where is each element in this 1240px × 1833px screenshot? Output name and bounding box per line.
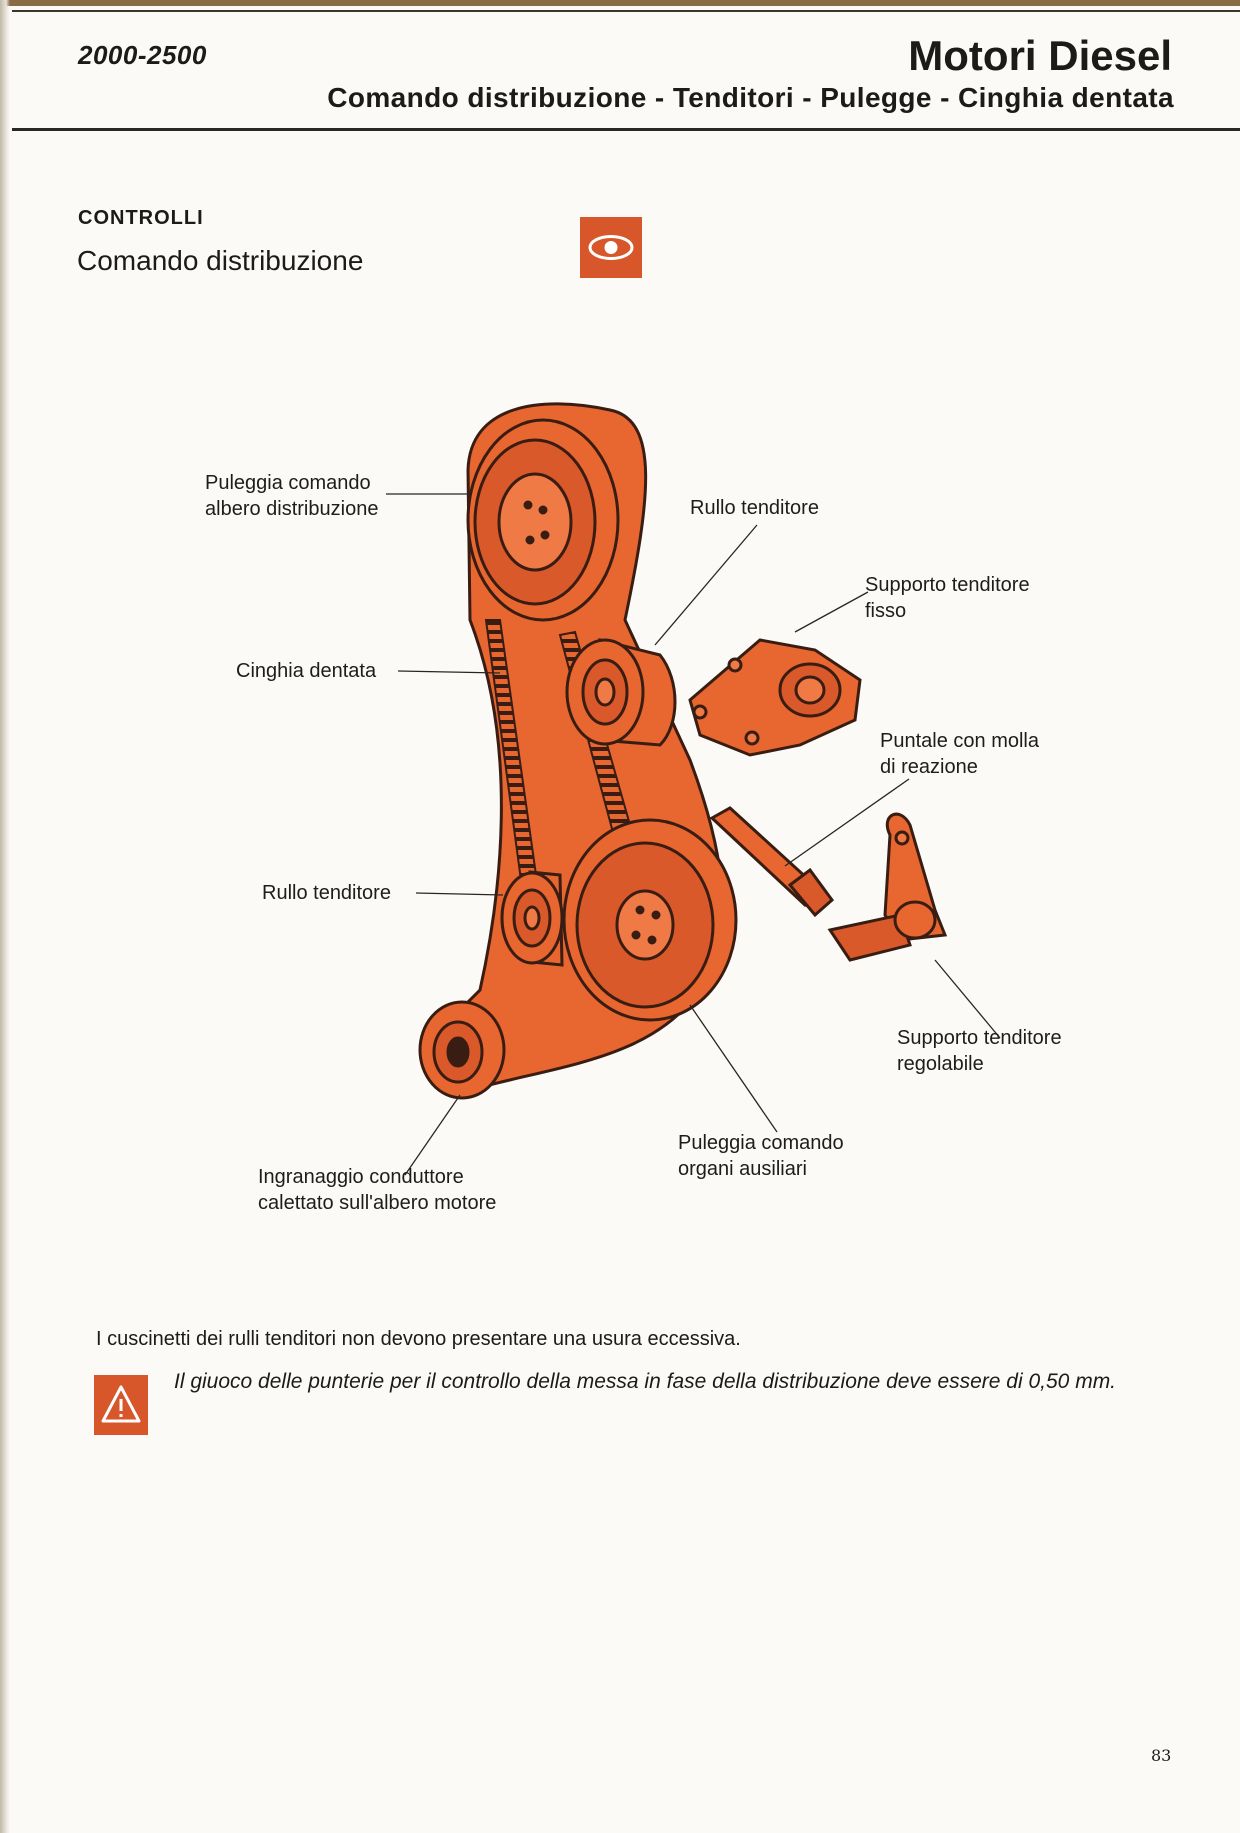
label-toothed-belt: Cinghia dentata (236, 660, 377, 682)
label-spring-plunger: Puntale con molla di reazione (880, 730, 1039, 778)
label-adjustable-tensioner-support: Supporto tenditore regolabile (897, 1027, 1062, 1075)
header-rule-top (12, 10, 1240, 12)
label-lower-tensioner-roller: Rullo tenditore (262, 882, 391, 904)
spring-plunger (709, 806, 835, 918)
adjustable-tensioner-support (827, 812, 948, 962)
leader-lines (386, 493, 1001, 1176)
section-title: Comando distribuzione (77, 245, 364, 276)
section-label: CONTROLLI (78, 207, 204, 229)
header-rule (12, 128, 1240, 131)
auxiliary-drive-pulley (562, 818, 738, 1022)
crankshaft-drive-gear (418, 1000, 506, 1100)
fixed-tensioner-support (688, 638, 862, 757)
label-camshaft-pulley: Puleggia comando albero distribuzione (205, 472, 379, 520)
label-auxiliary-drive-pulley: Puleggia comando organi ausiliari (678, 1132, 844, 1180)
label-crankshaft-drive-gear: Ingranaggio conduttore calettato sull'al… (258, 1166, 497, 1214)
page-number: 83 (1151, 1746, 1172, 1765)
bearing-note: I cuscinetti dei rulli tenditori non dev… (96, 1328, 741, 1350)
lower-tensioner-roller (500, 870, 564, 967)
page-top-edge (0, 0, 1240, 6)
eye-icon (580, 217, 642, 278)
camshaft-pulley (466, 418, 620, 622)
series-label: 2000-2500 (78, 40, 207, 70)
page-title: Motori Diesel (908, 32, 1172, 79)
warning-triangle-icon (94, 1375, 148, 1435)
label-fixed-tensioner-support: Supporto tenditore fisso (865, 574, 1030, 622)
warning-text: Il giuoco delle punterie per il controll… (174, 1370, 1117, 1393)
page-binding-edge (0, 0, 10, 1833)
page-subtitle: Comando distribuzione - Tenditori - Pule… (327, 82, 1174, 113)
upper-tensioner-roller (565, 638, 677, 747)
label-upper-tensioner-roller: Rullo tenditore (690, 497, 819, 519)
